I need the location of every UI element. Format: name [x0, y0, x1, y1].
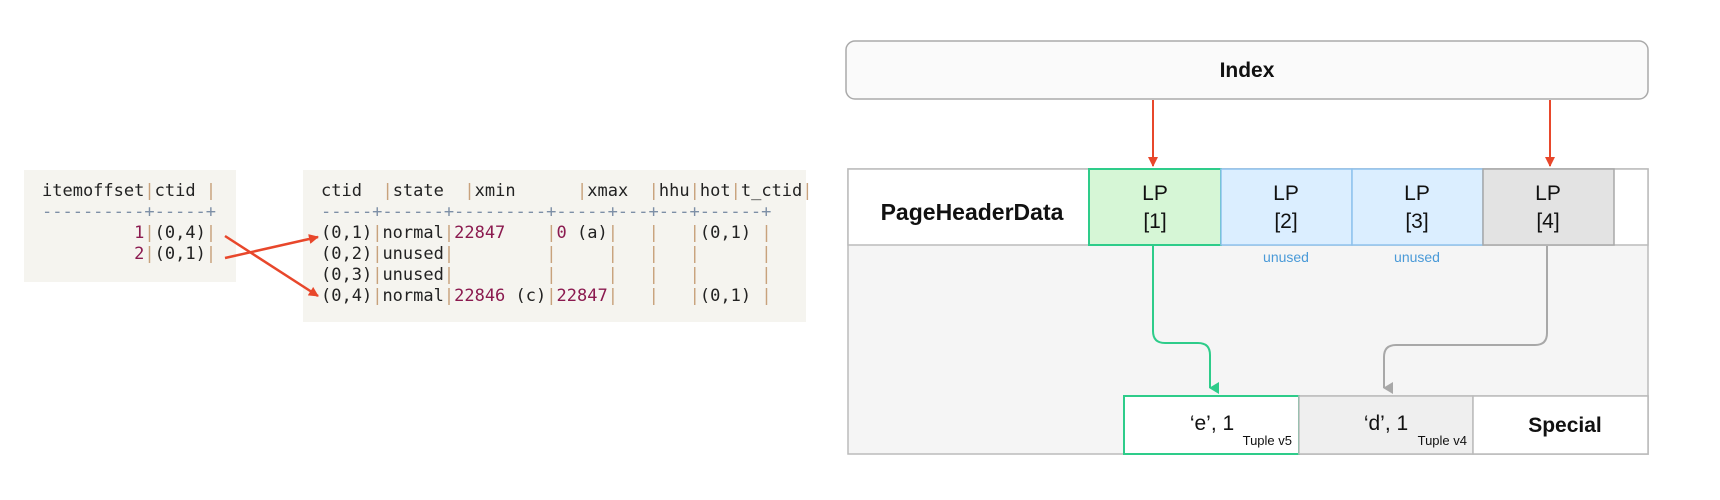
index-label: Index	[1220, 59, 1275, 82]
arrow-row2-to-0-1	[224, 234, 319, 260]
lp-number: [1]	[1143, 210, 1166, 233]
col-header-xmax: xmax	[587, 181, 629, 201]
table-cell: (0,2)	[321, 244, 373, 264]
table-cell: (0,1)	[699, 286, 752, 306]
line-pointer-3: LP [3]	[1351, 168, 1484, 246]
col-header-ctid: ctid	[154, 181, 196, 201]
table-cell: (0,4)	[321, 286, 373, 306]
col-header-ctid: ctid	[321, 181, 362, 201]
lp-label: LP	[1404, 182, 1430, 205]
tuple-v5: ‘e’, 1 Tuple v5	[1123, 395, 1300, 455]
col-header-t-ctid: t_ctid	[740, 181, 803, 201]
table-cell: (0,1)	[154, 244, 206, 264]
table-cell: 2	[134, 244, 145, 264]
table-cell: (0,3)	[321, 265, 373, 285]
lp-number: [2]	[1274, 210, 1297, 233]
col-header-itemoffset: itemoffset	[42, 181, 145, 201]
tuple-version: Tuple v5	[1243, 433, 1292, 448]
index-box	[845, 40, 1649, 100]
arrow-row1-to-0-4	[224, 234, 319, 298]
table-cell: (0,4)	[154, 223, 206, 243]
tuple-version: Tuple v4	[1418, 433, 1467, 448]
col-header-hot: hot	[699, 181, 731, 201]
col-header-hhu: hhu	[658, 181, 690, 201]
lp3-unused-note: unused	[1394, 249, 1440, 265]
tuple-value: ‘e’, 1	[1190, 412, 1234, 435]
table-cell: 1	[134, 223, 145, 243]
line-pointer-1: LP [1]	[1088, 168, 1222, 246]
special-area: Special	[1472, 395, 1649, 455]
lp-label: LP	[1535, 182, 1561, 205]
line-pointer-4: LP [4]	[1482, 168, 1615, 246]
table-cell: 22847	[556, 286, 608, 306]
page-header-data-label: PageHeaderData	[881, 199, 1064, 225]
table-cell: normal	[382, 286, 444, 306]
col-header-state: state	[392, 181, 444, 201]
table-cell: (0,1)	[321, 223, 373, 243]
table-cell: normal	[382, 223, 444, 243]
lp-number: [4]	[1536, 210, 1559, 233]
connector-lp1-to-tuple-v5	[1152, 246, 1219, 394]
table-cell: 22847	[454, 223, 506, 243]
connector-lp4-to-tuple-v4	[1383, 246, 1548, 394]
special-label: Special	[1528, 414, 1602, 437]
tuple-value: ‘d’, 1	[1364, 412, 1408, 435]
table-cell: unused	[382, 265, 444, 285]
lp-number: [3]	[1405, 210, 1428, 233]
lp-label: LP	[1142, 182, 1168, 205]
table-cell: (0,1)	[699, 223, 752, 243]
heap-tuples-table: ctid |state |xmin |xmax |hhu|hot|t_ctid|…	[303, 170, 813, 322]
lp-label: LP	[1273, 182, 1299, 205]
index-tuples-table: itemoffset|ctid | ----------+-----+ 1|(0…	[24, 170, 236, 282]
lp2-unused-note: unused	[1263, 249, 1309, 265]
tuple-v4: ‘d’, 1 Tuple v4	[1298, 395, 1474, 455]
line-pointer-2: LP [2]	[1220, 168, 1353, 246]
col-header-xmin: xmin	[474, 181, 516, 201]
table-cell: unused	[382, 244, 444, 264]
